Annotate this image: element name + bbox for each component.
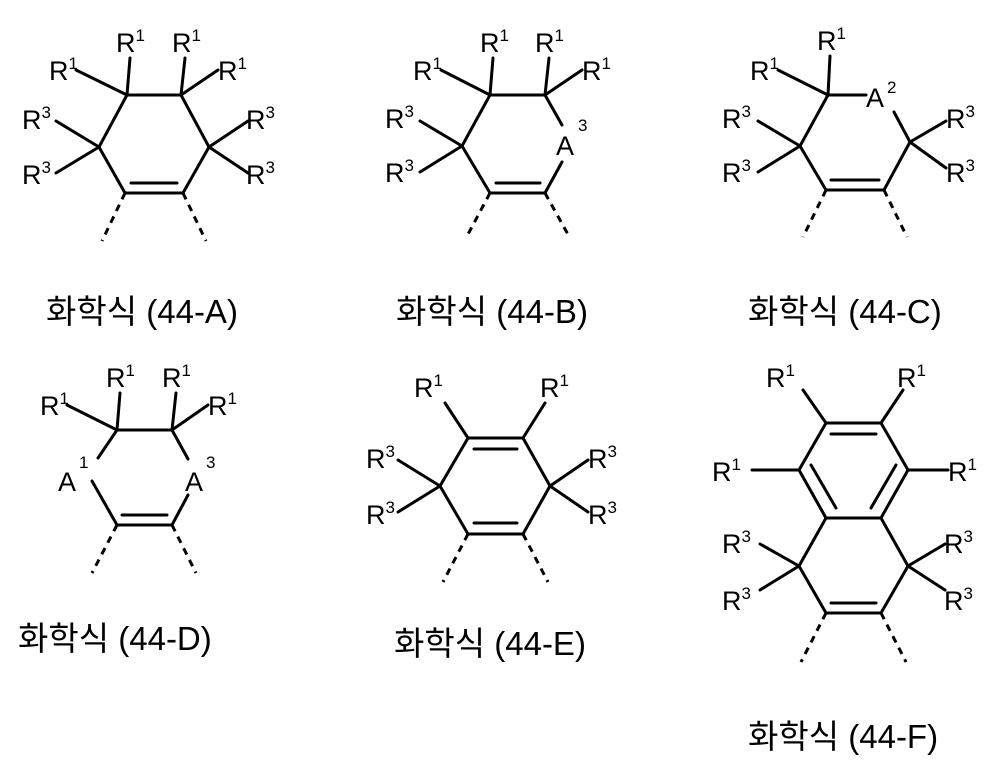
r3-label: R3 <box>944 527 973 559</box>
caption-44-b: 화학식 (44-B) <box>396 293 588 330</box>
r3-label: R3 <box>385 102 414 134</box>
r3-label: R3 <box>588 498 617 530</box>
r1-label: R1 <box>218 54 247 86</box>
a3-label: A3 <box>185 453 215 497</box>
r1-label: R1 <box>948 455 977 487</box>
r3-label: R3 <box>366 442 395 474</box>
r3-label: R3 <box>944 584 973 616</box>
r3-label: R3 <box>946 156 975 188</box>
structure-44-d: R1 R1 R1 R1 A1 A3 화학식 (44-D) <box>18 361 237 657</box>
structure-44-b: R1 R1 R1 R1 R3 R3 A3 화학식 (44-B) <box>385 26 611 330</box>
caption-44-f: 화학식 (44-F) <box>748 718 938 755</box>
r1-label: R1 <box>162 361 191 393</box>
r1-label: R1 <box>817 24 846 56</box>
r1-label: R1 <box>480 26 509 58</box>
r3-label: R3 <box>246 103 275 135</box>
caption-44-d: 화학식 (44-D) <box>18 620 212 657</box>
r1-label: R1 <box>897 361 926 393</box>
r1-label: R1 <box>540 371 569 403</box>
r1-label: R1 <box>582 54 611 86</box>
r3-label: R3 <box>946 102 975 134</box>
r1-label: R1 <box>208 389 237 421</box>
r3-label: R3 <box>722 102 751 134</box>
r1-label: R1 <box>535 26 564 58</box>
r1-label: R1 <box>40 389 69 421</box>
r3-label: R3 <box>588 442 617 474</box>
caption-44-c: 화학식 (44-C) <box>748 293 942 330</box>
caption-44-e: 화학식 (44-E) <box>394 625 586 662</box>
structure-44-e: R1 R1 R3 R3 R3 R3 화학식 (44-E) <box>366 371 617 662</box>
r3-label: R3 <box>366 498 395 530</box>
a2-label: A2 <box>866 78 896 113</box>
r3-label: R3 <box>246 158 275 190</box>
r1-label: R1 <box>766 361 795 393</box>
r3-label: R3 <box>722 527 751 559</box>
r1-label: R1 <box>712 455 741 487</box>
r1-label: R1 <box>106 361 135 393</box>
r3-label: R3 <box>722 584 751 616</box>
r3-label: R3 <box>22 158 51 190</box>
caption-44-a: 화학식 (44-A) <box>46 293 238 330</box>
r1-label: R1 <box>172 26 201 58</box>
r1-label: R1 <box>413 54 442 86</box>
structure-44-f: R1 R1 R1 R1 R3 R3 R3 R3 화학식 (44-F) <box>712 361 977 755</box>
structure-44-a: R1 R1 R1 R1 R3 R3 R3 R3 화학식 (44-A) <box>22 26 275 330</box>
r1-label: R1 <box>49 54 78 86</box>
r3-label: R3 <box>22 103 51 135</box>
structure-44-c: R1 R1 R3 R3 R3 R3 A2 화학식 (44-C) <box>722 24 975 330</box>
r3-label: R3 <box>385 156 414 188</box>
a1-label: A1 <box>58 453 88 497</box>
r3-label: R3 <box>722 156 751 188</box>
r1-label: R1 <box>750 54 779 86</box>
r1-label: R1 <box>116 26 145 58</box>
r1-label: R1 <box>414 371 443 403</box>
